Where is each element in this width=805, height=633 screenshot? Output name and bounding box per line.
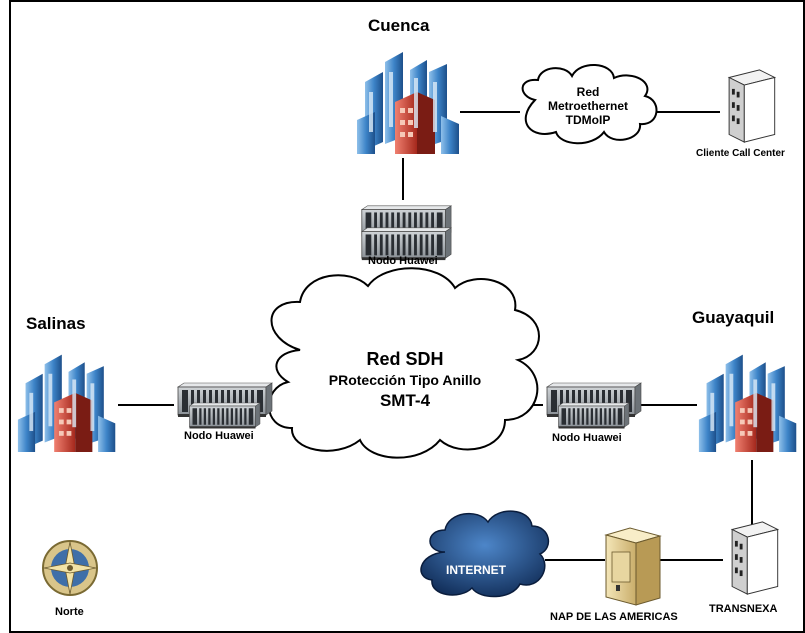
sdh-title: Red SDH (366, 349, 444, 369)
sdh-cloud-label: Red SDH PRotección Tipo Anillo SMT-4 (310, 348, 500, 412)
sdh-cloud (268, 267, 540, 459)
city-label-cuenca: Cuenca (368, 16, 430, 35)
node-label-top: Nodo Huawei (368, 255, 438, 267)
metro-cloud-line-2: Metroethernet (547, 99, 628, 113)
call-center-server-icon (728, 69, 776, 143)
metro-cloud-label: Red Metroethernet TDMoIP (528, 85, 648, 127)
compass-label: Norte (55, 606, 84, 618)
diagram-border (9, 0, 805, 633)
server-label-call-center: Cliente Call Center (696, 148, 785, 159)
metro-cloud-line-1: Red (576, 85, 600, 99)
node-label-left: Nodo Huawei (184, 430, 254, 442)
city-label-salinas: Salinas (26, 314, 86, 333)
guayaquil-city-icon (698, 354, 797, 453)
nap-server-icon (604, 527, 662, 606)
compass-icon (42, 540, 98, 596)
huawei-node-left-icon-2 (189, 402, 261, 429)
node-label-right: Nodo Huawei (552, 432, 622, 444)
server-label-nap: NAP DE LAS AMERICAS (550, 611, 678, 623)
metro-cloud (521, 63, 658, 145)
metro-cloud-line-3: TDMoIP (565, 113, 611, 127)
sdh-subtitle: PRotección Tipo Anillo (328, 372, 482, 388)
huawei-node-right-icon-2 (558, 402, 630, 429)
sdh-line3: SMT-4 (379, 391, 431, 410)
internet-label: INTERNET (446, 563, 506, 577)
server-label-transnexa: TRANSNEXA (709, 603, 778, 615)
city-label-guayaquil: Guayaquil (692, 308, 775, 327)
cuenca-city-icon (357, 52, 459, 154)
salinas-city-icon (17, 354, 116, 453)
transnexa-server-icon (731, 521, 779, 595)
internet-cloud (420, 510, 550, 598)
